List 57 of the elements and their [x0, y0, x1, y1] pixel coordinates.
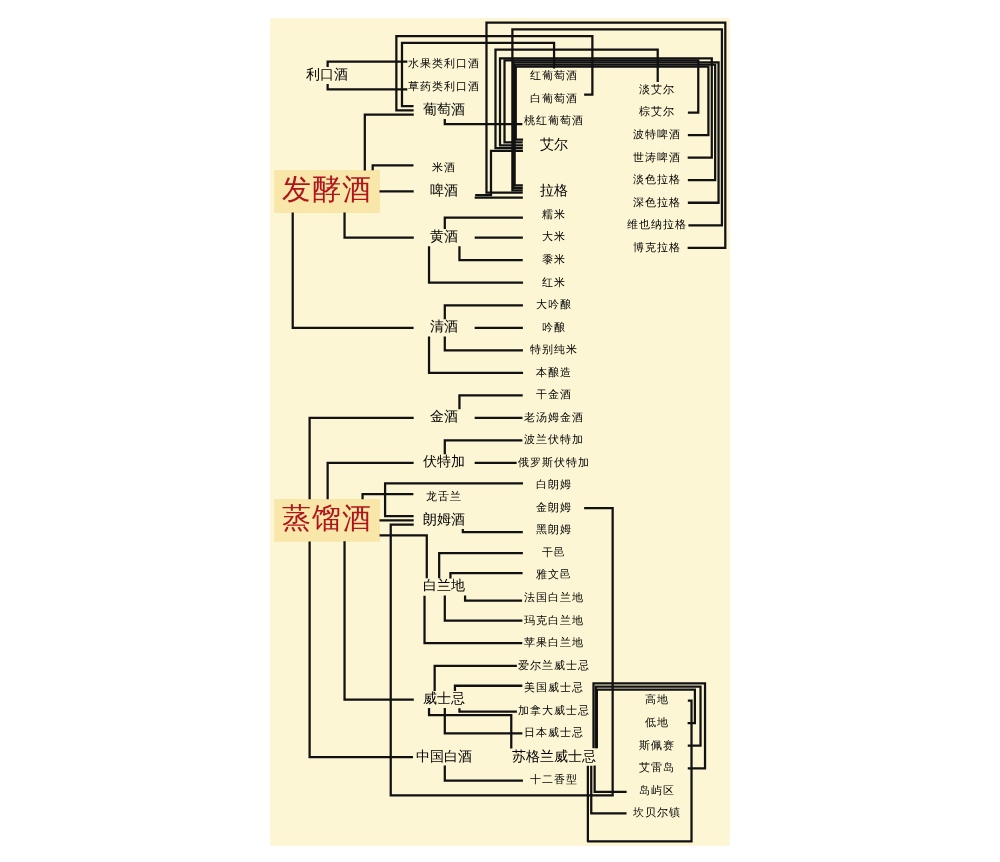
connector	[443, 117, 523, 125]
connector	[474, 460, 517, 464]
connector	[443, 764, 523, 781]
connector	[463, 594, 523, 601]
connector	[389, 505, 614, 796]
connector	[453, 683, 523, 691]
connector	[511, 27, 724, 226]
connector	[443, 438, 523, 454]
connector	[494, 47, 659, 149]
connector	[395, 33, 594, 111]
connector	[443, 335, 523, 351]
connector	[363, 112, 414, 170]
connector	[343, 540, 414, 700]
connector	[383, 481, 523, 517]
connector	[291, 211, 414, 328]
connector	[361, 492, 414, 499]
connector	[458, 707, 517, 712]
connector	[593, 764, 627, 793]
connector	[586, 698, 693, 842]
connector	[308, 415, 414, 499]
connector	[379, 533, 428, 578]
node-box: 发酵酒	[274, 169, 381, 212]
connector	[308, 540, 413, 758]
connector	[485, 20, 727, 248]
connector	[475, 148, 523, 196]
connector	[514, 64, 710, 140]
connector	[326, 82, 408, 90]
connector	[443, 215, 523, 229]
connector	[590, 764, 627, 814]
connector	[343, 211, 414, 238]
connector	[443, 594, 523, 621]
connector	[326, 460, 414, 499]
connector	[423, 594, 523, 644]
connector	[503, 58, 700, 143]
connector	[443, 303, 523, 319]
connector	[438, 550, 523, 578]
connector	[592, 681, 707, 769]
connector	[326, 59, 408, 66]
connector	[371, 163, 414, 170]
connector	[474, 325, 523, 328]
connector	[427, 245, 524, 283]
connector	[427, 335, 524, 373]
connector	[433, 663, 517, 690]
connector	[427, 707, 513, 748]
node-box: 蒸馏酒	[274, 498, 381, 541]
connector	[498, 56, 713, 158]
connector	[458, 393, 523, 409]
connector	[400, 40, 556, 107]
connector	[474, 235, 523, 238]
connector	[458, 245, 523, 261]
connector	[449, 570, 523, 578]
connector	[474, 195, 523, 198]
connector	[379, 518, 414, 521]
connector	[443, 707, 523, 734]
connector	[461, 527, 523, 533]
connector	[379, 189, 414, 192]
connector	[474, 415, 523, 419]
